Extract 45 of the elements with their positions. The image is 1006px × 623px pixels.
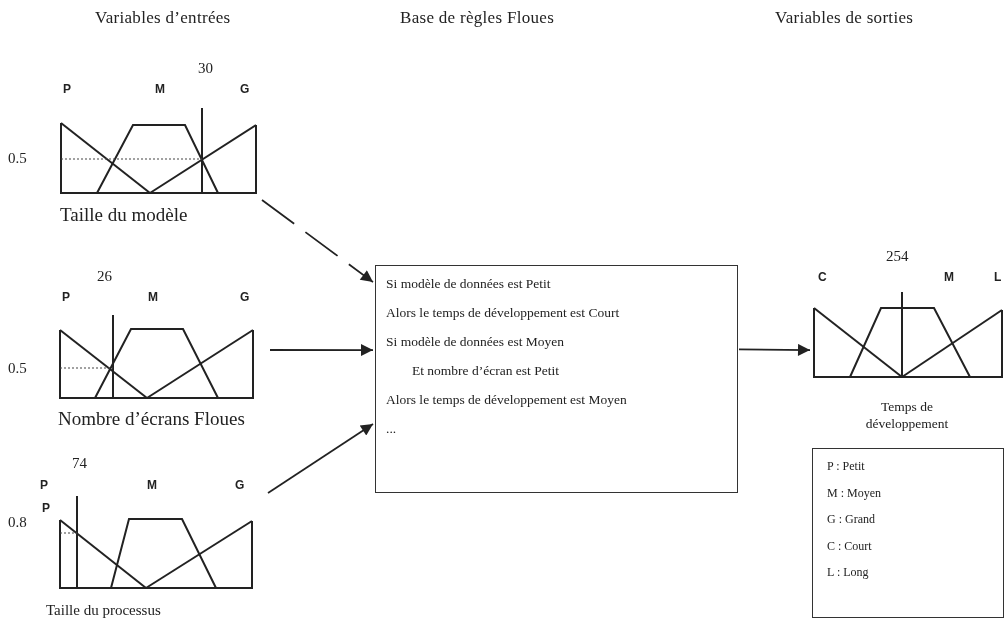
crisp-value: 74 xyxy=(72,455,87,472)
fuzzy-set-label: P xyxy=(62,290,70,304)
abbreviation-entry: G : Grand xyxy=(827,512,875,527)
arrow xyxy=(267,423,374,494)
rule-text: Si modèle de données est Petit xyxy=(386,276,551,292)
rule-text: Alors le temps de développement est Court xyxy=(386,305,620,321)
variable-name: Taille du processus xyxy=(46,602,161,619)
fuzzy-set-label: M xyxy=(155,82,165,96)
fuzzy-set-label: C xyxy=(818,270,827,284)
rule-text: Si modèle de données est Moyen xyxy=(386,334,565,350)
abbreviation-entry: P : Petit xyxy=(827,459,865,474)
crisp-value: 26 xyxy=(97,268,112,285)
arrow xyxy=(269,344,374,357)
rule-text: Alors le temps de développement est Moyen xyxy=(386,392,627,408)
fuzzy-set-label: M xyxy=(148,290,158,304)
column-heading: Variables d’entrées xyxy=(95,8,231,28)
fuzzy-set-label: P xyxy=(63,82,71,96)
membership-function-drawing xyxy=(812,290,1004,380)
membership-degree: 0.5 xyxy=(8,360,27,377)
variable-name: Taille du modèle xyxy=(60,204,188,226)
column-heading: Variables de sorties xyxy=(775,8,914,28)
rule-text: Et nombre d’écran est Petit xyxy=(412,363,559,379)
abbreviation-key-box xyxy=(812,448,1004,618)
abbreviation-entry: L : Long xyxy=(827,565,869,580)
arrow xyxy=(261,199,374,283)
fuzzy-set-label: P xyxy=(42,501,50,515)
fuzzy-set-label: M xyxy=(944,270,954,284)
fuzzy-set-label: G xyxy=(240,82,250,96)
variable-name: Temps de développement xyxy=(864,398,950,432)
membership-degree: 0.8 xyxy=(8,514,27,531)
abbreviation-entry: M : Moyen xyxy=(827,485,881,501)
crisp-value: 254 xyxy=(886,248,909,265)
arrow xyxy=(738,343,811,356)
fuzzy-set-label: M xyxy=(147,478,157,492)
membership-degree: 0.5 xyxy=(8,150,27,167)
rule-base-box xyxy=(375,265,738,493)
fuzzy-set-label: G xyxy=(235,478,245,492)
variable-name: Nombre d’écrans Floues xyxy=(58,408,246,429)
fuzzy-set-label: G xyxy=(240,290,250,304)
rule-text: ... xyxy=(386,421,397,437)
fuzzy-set-label: P xyxy=(40,478,48,492)
fuzzy-set-label: L xyxy=(994,270,1002,284)
crisp-value: 30 xyxy=(198,60,213,77)
abbreviation-entry: C : Court xyxy=(827,538,872,554)
column-heading: Base de règles Floues xyxy=(400,8,555,28)
